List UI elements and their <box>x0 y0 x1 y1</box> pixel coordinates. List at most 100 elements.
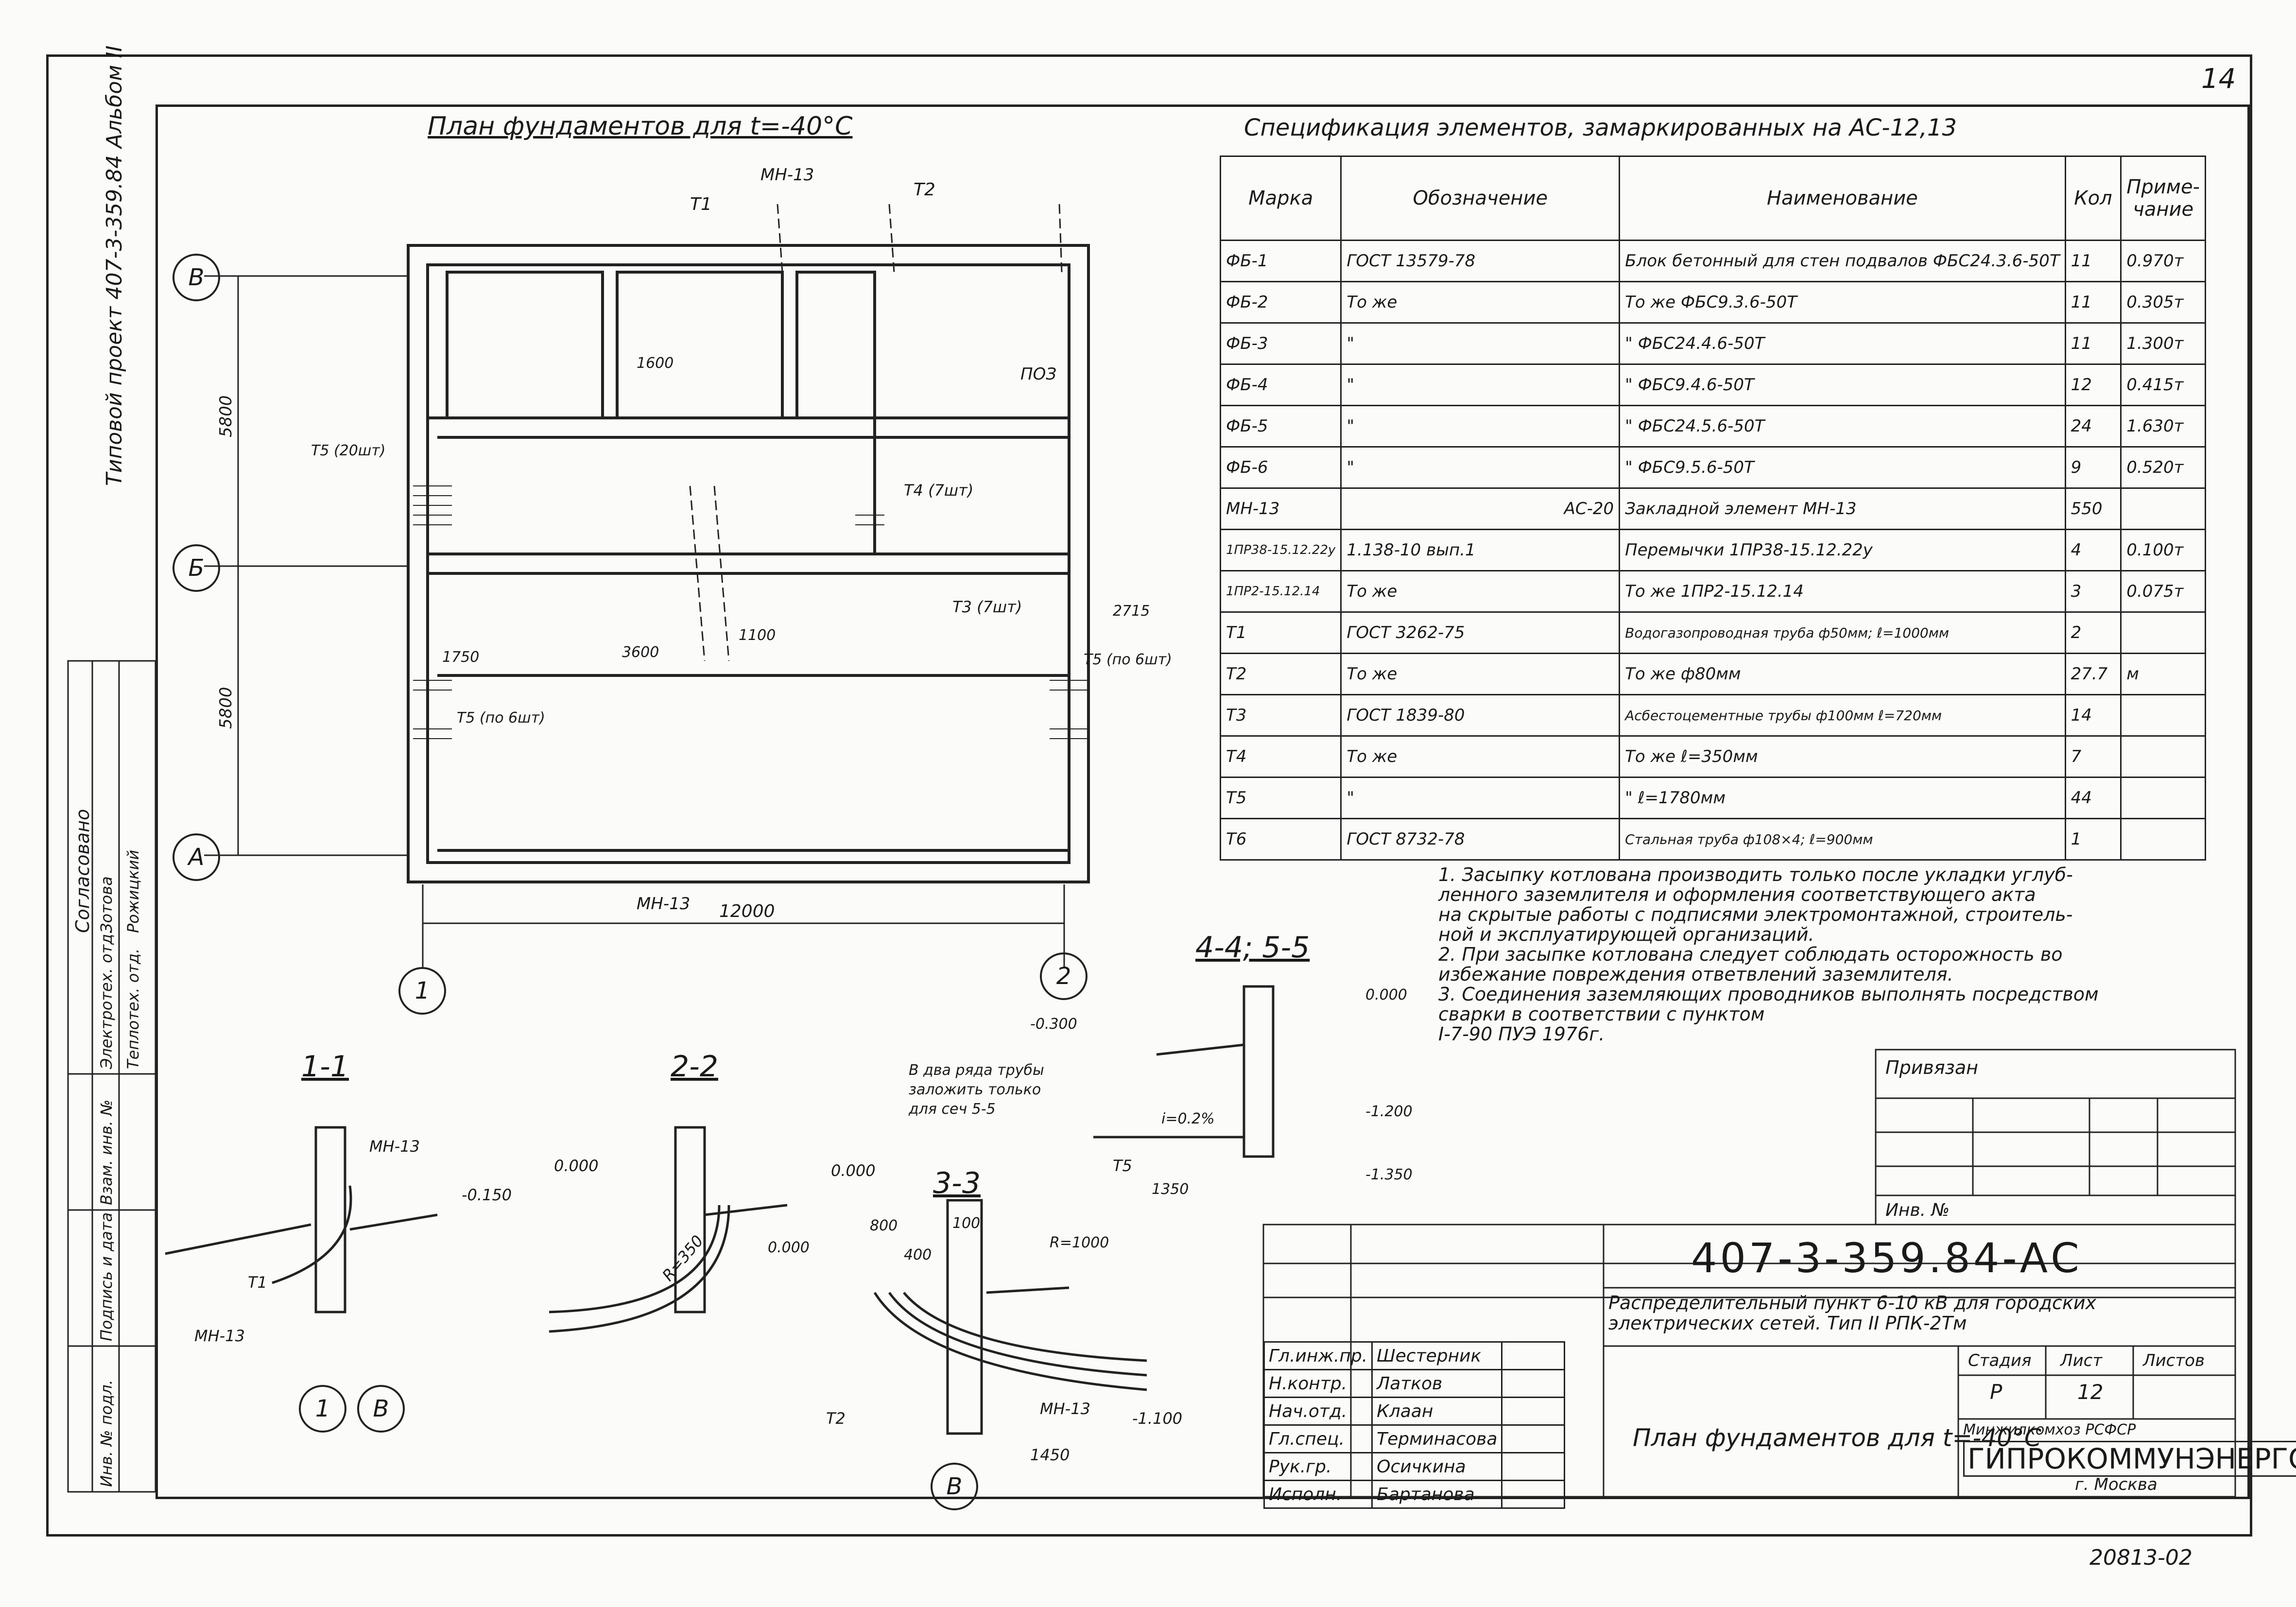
section-label: 100 <box>952 1215 981 1232</box>
sheet-value: 12 <box>2077 1380 2104 1404</box>
role: Гл.спец. <box>1263 1424 1373 1453</box>
note-line: на скрытые работы с подписями электромон… <box>1438 904 2073 925</box>
cell: ГОСТ 8732-78 <box>1340 818 1621 861</box>
plan-title: План фундаментов для t=-40°С <box>428 112 853 141</box>
dim-total: 12000 <box>719 901 775 921</box>
cell: Т5 <box>1219 777 1342 819</box>
section-label: 0.000 <box>1365 986 1407 1003</box>
cell: 1.630т <box>2120 405 2206 448</box>
cell: Перемычки 1ПР38-15.12.22у <box>1619 529 2066 571</box>
cell: 7 <box>2064 735 2122 778</box>
axis-label-a: А <box>173 833 220 881</box>
section-label: 800 <box>870 1217 898 1234</box>
plan-label: Т5 (по 6шт) <box>1084 651 1172 668</box>
cell: м <box>2120 653 2206 695</box>
plan-label: 3600 <box>622 644 659 661</box>
section-label: заложить только <box>909 1081 1041 1098</box>
axis-label-v: В <box>173 254 220 301</box>
cell: 1ПР2-15.12.14 <box>1219 570 1342 613</box>
sheet-header: Лист <box>2060 1351 2103 1370</box>
cell: 11 <box>2064 281 2122 324</box>
plan-label: МН-13 <box>637 894 691 914</box>
cell: Асбестоцементные трубы ф100мм ℓ=720мм <box>1619 694 2066 737</box>
section-title-2-2: 2-2 <box>671 1050 718 1084</box>
plan-label: Т5 (20шт) <box>311 442 386 459</box>
spec-header: Наименование <box>1619 156 2066 241</box>
cell: Блок бетонный для стен подвалов ФБС24.3.… <box>1619 240 2066 282</box>
plan-label: Т1 <box>690 194 712 214</box>
role: Рук.гр. <box>1263 1452 1373 1481</box>
cell: АС-20 <box>1340 487 1621 530</box>
cell: " <box>1340 322 1621 365</box>
role: Гл.инж.пр. <box>1263 1341 1373 1370</box>
stamp-person: Зотова <box>97 876 116 933</box>
spec-table: Марка Обозначение Наименование Кол Приме… <box>1219 156 2206 861</box>
cell: 1 <box>2064 818 2122 861</box>
cell: 24 <box>2064 405 2122 448</box>
cell: 550 <box>2064 487 2122 530</box>
plan-label: Т5 (по 6шт) <box>457 709 545 726</box>
cell: " <box>1340 446 1621 489</box>
section-label: 400 <box>904 1246 932 1263</box>
axis-label-v: В <box>931 1463 978 1510</box>
stage-header: Стадия <box>1968 1351 2032 1370</box>
signature <box>1501 1341 1566 1370</box>
cell: 11 <box>2064 322 2122 365</box>
section-label: -1.100 <box>1132 1409 1183 1428</box>
section-label: -1.200 <box>1365 1103 1413 1120</box>
linked-label: Привязан <box>1885 1057 1978 1078</box>
plan-label: Т4 (7шт) <box>904 481 974 500</box>
cell: Т6 <box>1219 818 1342 861</box>
footer-code: 20813-02 <box>2089 1545 2192 1570</box>
sheets-header: Листов <box>2143 1351 2205 1370</box>
axis-label-v: В <box>357 1385 405 1433</box>
signature <box>1501 1452 1566 1481</box>
section-label: Т2 <box>826 1409 846 1428</box>
cell: 1.138-10 вып.1 <box>1340 529 1621 571</box>
spec-header: Кол <box>2064 156 2122 241</box>
cell: 0.520т <box>2120 446 2206 489</box>
section-label: 0.000 <box>768 1239 810 1256</box>
cell: 1ПР38-15.12.22у <box>1219 529 1342 571</box>
cell: То же ф80мм <box>1619 653 2066 695</box>
page-number: 14 <box>2201 63 2236 95</box>
person: Клаан <box>1371 1397 1503 1426</box>
axis-label-1: 1 <box>299 1385 346 1433</box>
cell: " ФБС24.4.6-50Т <box>1619 322 2066 365</box>
role: Нач.отд. <box>1263 1397 1373 1426</box>
section-label: R=1000 <box>1050 1234 1109 1251</box>
cell: 14 <box>2064 694 2122 737</box>
section-label: МН-13 <box>1040 1400 1090 1418</box>
cell: ФБ-3 <box>1219 322 1342 365</box>
section-label: Т5 <box>1113 1157 1132 1175</box>
cell: Т4 <box>1219 735 1342 778</box>
drawing-frame <box>155 104 2250 1499</box>
spec-title: Спецификация элементов, замаркированных … <box>1244 114 1957 141</box>
cell: " ФБС24.5.6-50Т <box>1619 405 2066 448</box>
cell: 0.415т <box>2120 363 2206 406</box>
cell: 0.970т <box>2120 240 2206 282</box>
cell: ФБ-5 <box>1219 405 1342 448</box>
note-line: сварки в соответствии с пунктом <box>1438 1003 1765 1025</box>
cell: Закладной элемент МН-13 <box>1619 487 2066 530</box>
agreed-label: Согласовано <box>72 809 93 933</box>
axis-label-b: Б <box>173 544 220 592</box>
section-label: МН-13 <box>369 1137 420 1156</box>
section-label: МН-13 <box>194 1327 245 1345</box>
cell: 0.100т <box>2120 529 2206 571</box>
sheet-title-line1: План фундаментов для t=-40°С <box>1633 1424 2041 1452</box>
person: Бартанова <box>1371 1480 1503 1509</box>
cell: ГОСТ 13579-78 <box>1340 240 1621 282</box>
cell: ГОСТ 3262-75 <box>1340 611 1621 654</box>
spec-header-row: Марка Обозначение Наименование Кол Приме… <box>1219 156 2206 241</box>
section-label: 1350 <box>1152 1181 1189 1198</box>
